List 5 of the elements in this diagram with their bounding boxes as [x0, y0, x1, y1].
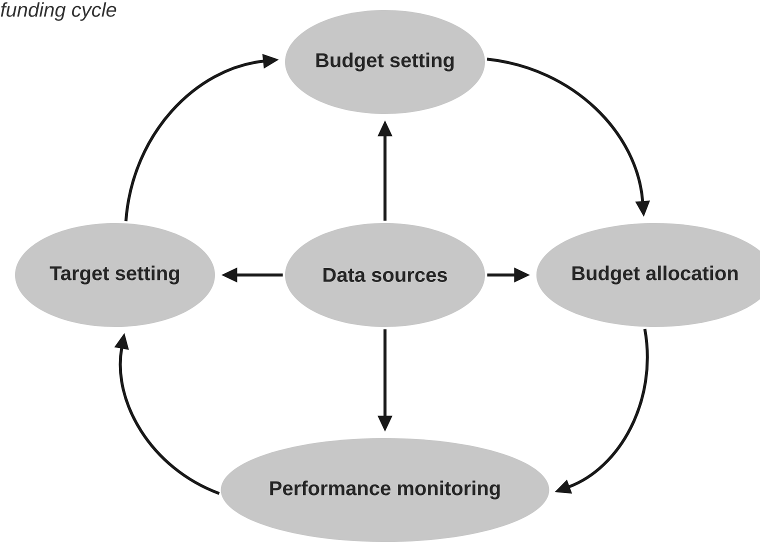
title: funding cycle: [0, 2, 116, 21]
ellipse-node: Performance monitoring: [220, 438, 550, 542]
ellipse-node: Target setting: [15, 223, 215, 327]
ellipse-node: Data sources: [285, 223, 485, 327]
ellipse-node: Budget setting: [285, 10, 485, 114]
